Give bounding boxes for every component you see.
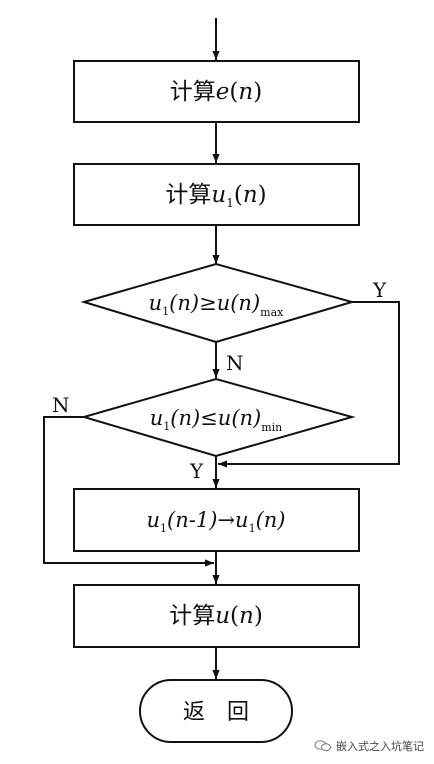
branch-min-yes-label: Y (189, 459, 204, 483)
decision-min-label: u1(n)≤u(n)min (150, 406, 283, 434)
branch-min-no-label: N (52, 393, 70, 417)
decision-min-diamond (80, 377, 356, 458)
return-terminal (139, 679, 293, 743)
connector-lines (43, 18, 400, 679)
decision-max-label: u1(n)≥u(n)max (149, 291, 285, 319)
branch-max-yes-line (218, 301, 400, 468)
watermark: 嵌入式之入坑笔记 (314, 738, 424, 754)
calc-u1-box (73, 163, 360, 226)
calc-e-label: 计算e(n) (170, 79, 262, 105)
wechat-icon (314, 740, 331, 752)
watermark-text: 嵌入式之入坑笔记 (336, 740, 424, 753)
return-label: 返 回 (183, 700, 249, 725)
branch-min-no-line (43, 416, 214, 567)
branch-max-no-label: N (226, 351, 244, 375)
calc-u1-label: 计算u1(n) (165, 182, 266, 210)
calc-e-box (73, 60, 360, 123)
calc-u-label: 计算u(n) (169, 603, 263, 629)
assign-label: u1(n-1)→u1(n) (147, 508, 286, 535)
assign-box (73, 488, 360, 552)
calc-u-box (73, 584, 360, 648)
branch-max-yes-label: Y (372, 278, 387, 302)
decision-max-diamond (80, 262, 356, 344)
